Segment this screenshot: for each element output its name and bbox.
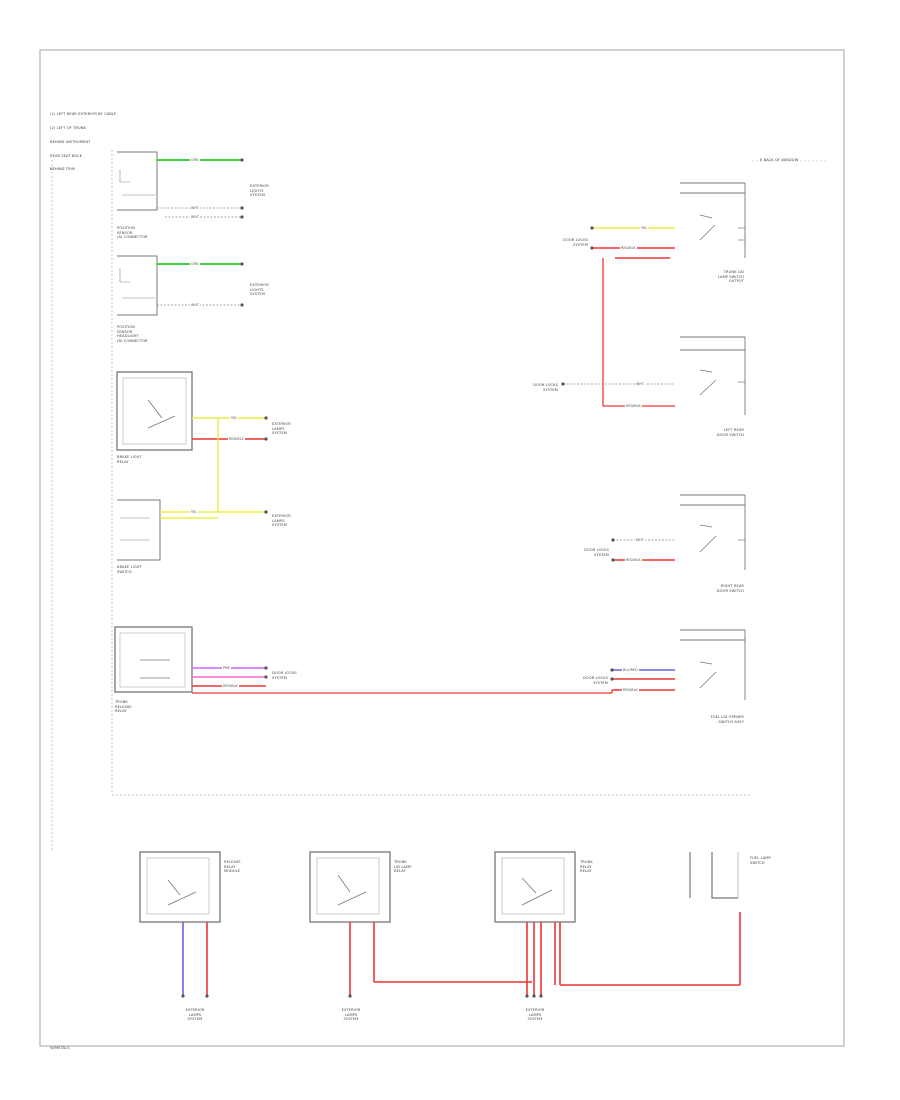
bottom-relay-2: [309, 851, 532, 998]
ref-exterior-lamps-2: EXTERIOR LAMPS SYSTEM: [272, 514, 291, 528]
wire-label-wht-4: WHT: [635, 382, 645, 386]
left-rear-door-switch: [561, 336, 746, 415]
wire-label-blu-red: BLU/RED: [622, 668, 639, 672]
wire-label-red-blk-1: RED/BLK: [228, 437, 245, 441]
ref-bottom-1: EXTERIOR LAMPS SYSTEM: [185, 1008, 205, 1022]
ref-door-locks-2: DOOR LOCKS SYSTEM: [533, 383, 558, 392]
position-sensor-2: [117, 255, 244, 316]
ref-door-locks-4: DOOR LOCKS SYSTEM: [583, 676, 608, 685]
wire-label-red-blk-3: RED/BLK: [620, 246, 637, 250]
wire-label-wht-3: WHT: [190, 303, 200, 307]
ref-exterior-lamps-1: EXTERIOR LAMPS SYSTEM: [272, 422, 291, 436]
label-bottom-relay-3: TRUNK RELAY RELAY: [580, 860, 593, 874]
label-bottom-relay-1: RELEASE RELAY MODULE: [224, 860, 241, 874]
wire-label-red-blk-4: RED/BLK: [625, 404, 642, 408]
wire-label-grn-2: GRN: [190, 262, 200, 266]
label-right-rear-door: RIGHT REAR DOOR SWITCH: [716, 584, 744, 593]
position-sensor-1: [117, 151, 244, 219]
label-bottom-fuel: FUEL LAMP SWITCH: [750, 856, 771, 865]
ref-exterior-1: EXTERIOR LIGHTS SYSTEM: [250, 184, 269, 198]
wire-label-wht-5: WHT: [635, 538, 645, 542]
label-bottom-relay-2: TRUNK LID LAMP RELAY: [394, 860, 412, 874]
bottom-fuel-switch: [689, 852, 741, 985]
trunk-lid-switch: [590, 182, 746, 407]
label-brake-light-switch: BRAKE LIGHT SWITCH: [117, 565, 142, 574]
label-brake-light-relay: BRAKE LIGHT RELAY: [117, 455, 142, 464]
page-frame: [39, 49, 845, 1047]
brake-light-switch: [117, 499, 268, 561]
note-top-right: E BACK OF WINDOW: [760, 158, 799, 162]
label-trunk-release-relay: TRUNK RELEASE RELAY: [115, 700, 132, 714]
ref-door-locks-3: DOOR LOCKS SYSTEM: [584, 548, 609, 557]
wire-label-wht-1: WHT: [190, 206, 200, 210]
ref-door-locks-left: DOOR LOCKS SYSTEM: [272, 671, 297, 680]
ref-door-locks-1: DOOR LOCKS SYSTEM: [563, 238, 588, 247]
ref-bottom-3: EXTERIOR LAMPS SYSTEM: [525, 1008, 545, 1022]
wire-label-red-blk-2: RED/BLK: [222, 684, 239, 688]
wire-label-yel-2: YEL: [190, 510, 199, 514]
label-position-sensor-2: POSITION SENSOR HEADLIGHT (B) CONNECTOR: [117, 325, 148, 343]
ref-bottom-2: EXTERIOR LAMPS SYSTEM: [341, 1008, 361, 1022]
label-fuel-lid-switch: FUEL LID OPENER SWITCH ASSY: [710, 715, 744, 724]
wire-label-grn-1: GRN: [190, 158, 200, 162]
trunk-release-relay: [114, 626, 612, 694]
label-trunk-lid-switch: TRUNK LID LAMP SWITCH OUTPUT: [717, 270, 744, 284]
note-bottom-left: W/METALS: [50, 1046, 70, 1050]
wire-label-yel-3: YEL: [640, 226, 649, 230]
brake-light-relay: [116, 371, 268, 512]
ref-exterior-2: EXTERIOR LIGHTS SYSTEM: [250, 283, 269, 297]
label-position-sensor-1: POSITION SENSOR (A) CONNECTOR: [117, 226, 148, 240]
label-left-rear-door: LEFT REAR DOOR SWITCH: [716, 428, 744, 437]
wire-label-red-blk-6: RED/BLK: [622, 688, 639, 692]
wire-label-pnk-1: PNK: [222, 666, 231, 670]
wire-label-wht-2: WHT: [190, 215, 200, 219]
header-notes: (1) LEFT REAR EXTERIOR BY CABLE (2) LEFT…: [50, 112, 117, 172]
bottom-relay-1: [139, 851, 221, 998]
wire-label-red-blk-5: RED/BLK: [625, 558, 642, 562]
right-rear-door-switch: [611, 494, 746, 570]
wire-label-yel-1: YEL: [230, 416, 239, 420]
bottom-relay-3: [494, 851, 740, 998]
